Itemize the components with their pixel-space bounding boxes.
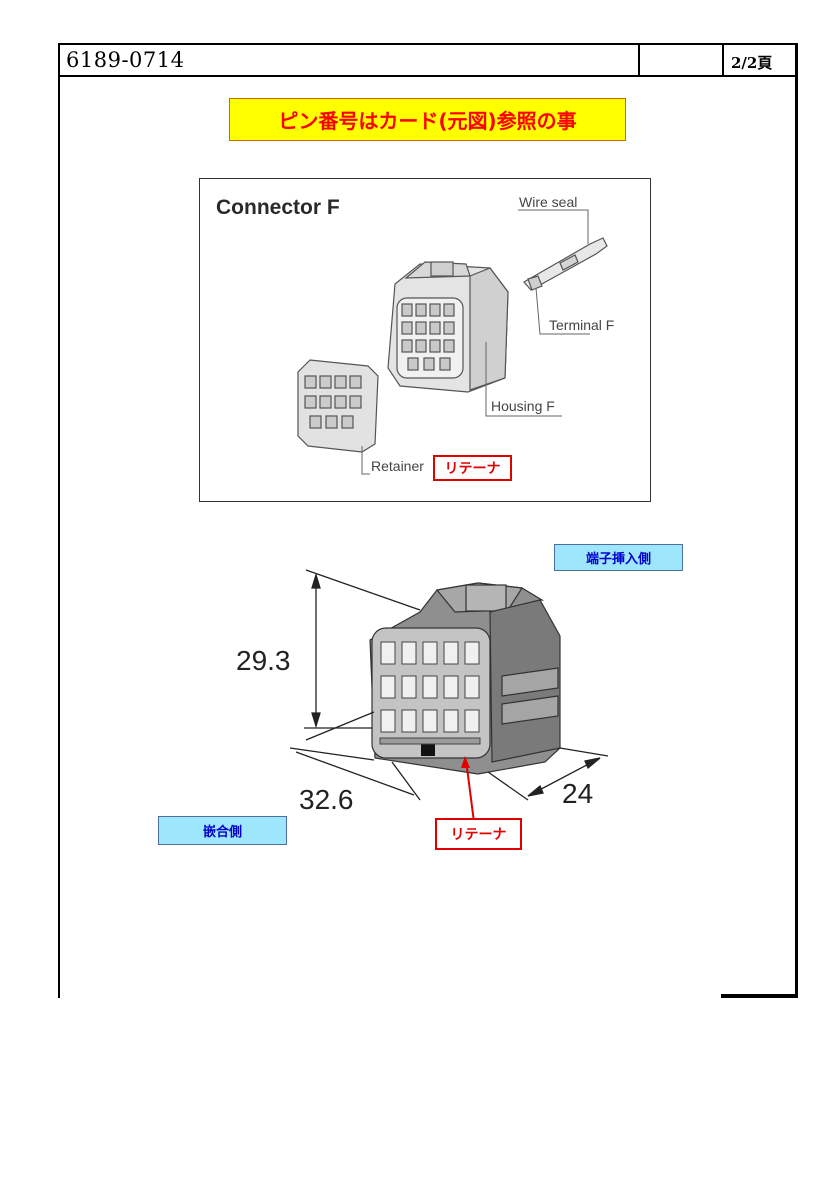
retainer-tag: リテーナ	[433, 455, 512, 481]
width-dimension: 32.6	[299, 784, 354, 815]
pin-number-note: ピン番号はカード(元図)参照の事	[229, 98, 626, 141]
mating-side-tag: 嵌合側	[158, 816, 287, 845]
dimension-lines	[289, 569, 609, 801]
housing-label: Housing F	[491, 398, 555, 414]
retainer-callout-tag: リテーナ	[435, 818, 522, 850]
frame-right-border	[795, 43, 798, 998]
title-block-divider	[638, 43, 640, 77]
doc-number: 6189-0714	[66, 48, 185, 72]
terminal-drawing	[523, 237, 608, 291]
frame-bottom-mark	[721, 994, 798, 998]
retainer-drawing	[297, 359, 379, 453]
terminal-label: Terminal F	[549, 317, 615, 333]
terminal-cavities	[380, 641, 480, 733]
housing-drawing	[387, 261, 509, 393]
terminal-insertion-side-tag: 端子挿入側	[554, 544, 683, 571]
height-dimension: 29.3	[236, 645, 291, 676]
retainer-label: Retainer	[371, 458, 424, 474]
depth-dimension: 24	[562, 778, 594, 809]
frame-left-border	[58, 43, 60, 998]
wire-seal-label: Wire seal	[519, 194, 578, 210]
page-number: 2/2頁	[731, 54, 773, 72]
title-block-divider	[722, 43, 724, 77]
connector-title: Connector F	[216, 196, 340, 219]
